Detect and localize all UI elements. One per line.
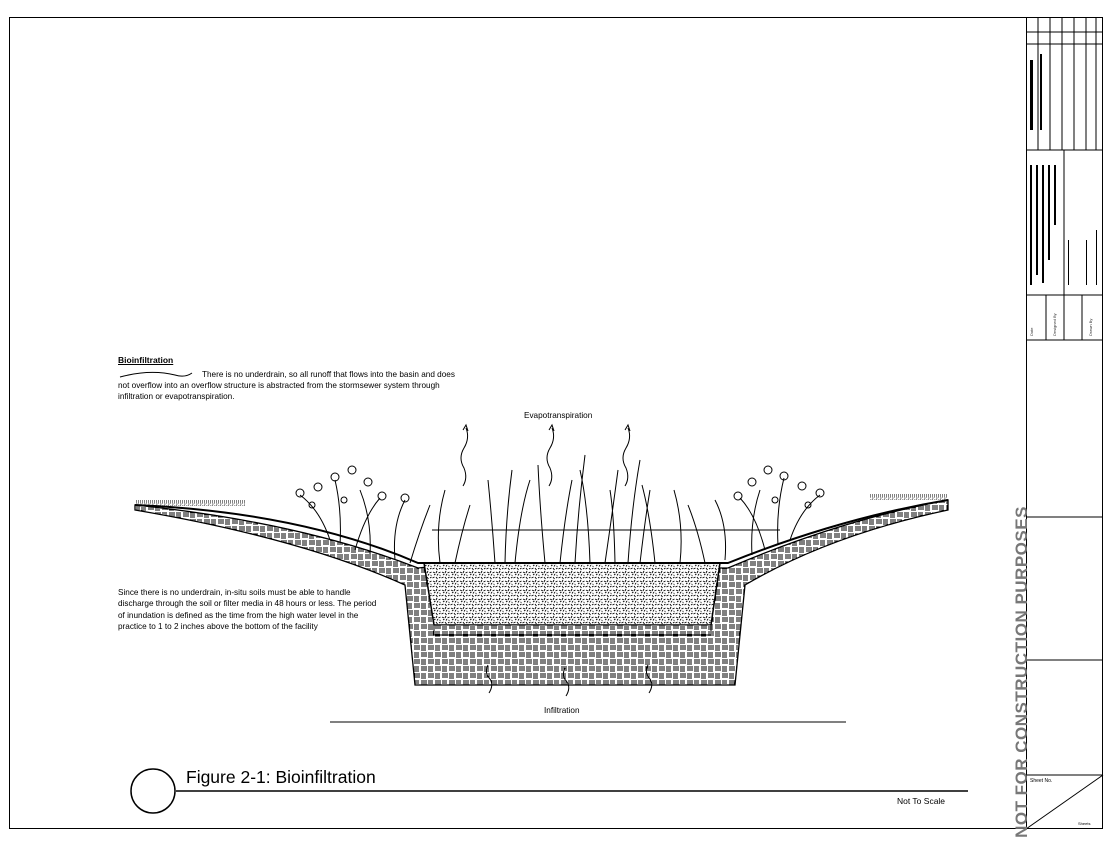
figure-callout-circle [130, 768, 176, 814]
infiltration-label: Infiltration [544, 706, 580, 715]
title-block-fine-text [1030, 54, 1097, 285]
figure-title: Figure 2-1: Bioinfiltration [186, 767, 376, 787]
drawing-sheet-border [9, 17, 1103, 829]
grass-fringe [135, 500, 245, 506]
evapotranspiration-label: Evapotranspiration [524, 411, 593, 420]
designed-by-label: Designed By [1052, 313, 1057, 336]
diagram-intro-text: There is no underdrain, so all runoff th… [118, 370, 455, 402]
heading-underline-swoosh [119, 371, 193, 378]
infiltration-zone [433, 624, 712, 636]
grass-fringe-right [870, 494, 948, 500]
title-block-grid [1025, 17, 1104, 830]
ground-surface-line [134, 499, 949, 564]
stamp-text: NOT FOR CONSTRUCTION PURPOSES [1012, 506, 1031, 838]
sheets-label: Sheets [1078, 821, 1091, 826]
infiltration-note-text: Since there is no underdrain, in-situ so… [118, 588, 377, 632]
diagram-heading: Bioinfiltration [118, 355, 174, 365]
drawn-by-label: Drawn By [1088, 318, 1093, 336]
date-label: Date [1029, 327, 1034, 336]
title-block [1026, 17, 1103, 829]
sheet-no-label: Sheet No. [1030, 778, 1053, 784]
scale-note: Not To Scale [897, 796, 946, 806]
vegetation [295, 423, 825, 697]
